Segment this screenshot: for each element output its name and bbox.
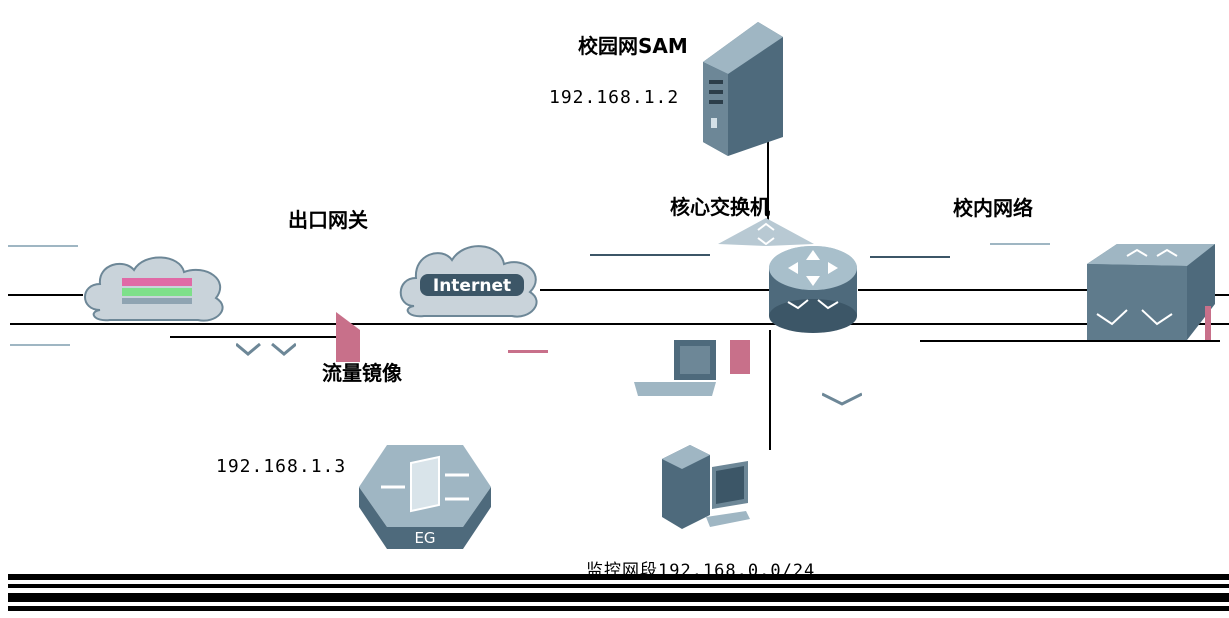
link-mirror-bus [10, 323, 1229, 325]
traffic-mirror-label: 流量镜像 [322, 361, 402, 385]
mirror-chevron-icon [236, 342, 296, 356]
artifact-dash-4 [990, 243, 1050, 245]
sam-server-icon[interactable] [703, 22, 783, 156]
core-switch-top-icon [718, 218, 814, 246]
artifact-dash-3 [870, 256, 950, 258]
core-switch-label: 核心交换机 [670, 195, 770, 219]
core-switch-icon[interactable] [768, 242, 858, 334]
link-core-campus [858, 289, 1090, 291]
egress-gateway-label: 出口网关 [288, 208, 368, 232]
bottom-bar-4 [8, 606, 1229, 611]
artifact-dash-1 [8, 245, 78, 247]
artifact-dash-5 [10, 344, 70, 346]
bottom-bar-3 [8, 593, 1229, 602]
bottom-bar-2 [8, 584, 1229, 588]
link-internet-core [540, 289, 772, 291]
mirror-port-icon [336, 312, 360, 362]
eg-gateway-icon[interactable]: EG [359, 445, 491, 549]
campus-network-icon[interactable] [1087, 244, 1215, 340]
desktop-pc-icon[interactable] [662, 445, 750, 531]
sam-server-label: 校园网SAM [578, 34, 688, 58]
controlled-segment-label: 监控网段192.168.0.0/24 [586, 561, 816, 581]
internet-text: Internet [433, 276, 511, 296]
egress-gateway-icon[interactable] [80, 250, 232, 326]
laptop-accent-icon [730, 340, 750, 374]
eg-badge-text: EG [414, 529, 435, 547]
artifact-dash-2 [590, 254, 710, 256]
bottom-bar-1 [8, 574, 1229, 580]
internet-cloud-icon[interactable]: Internet [396, 236, 544, 324]
campus-network-label: 校内网络 [953, 196, 1033, 220]
eg-gateway-ip: 192.168.1.3 [216, 456, 347, 477]
link-left-edge [8, 294, 83, 296]
link-sam-core [767, 140, 769, 245]
core-down-chevron-icon [822, 392, 862, 406]
link-lower-bus [920, 340, 1220, 342]
sam-server-ip: 192.168.1.2 [549, 87, 680, 108]
link-core-down [769, 330, 771, 450]
link-right-edge [1215, 294, 1229, 296]
artifact-dash-6 [508, 350, 548, 353]
link-mirror-bus-2 [170, 336, 340, 338]
laptop-icon[interactable] [634, 340, 720, 396]
